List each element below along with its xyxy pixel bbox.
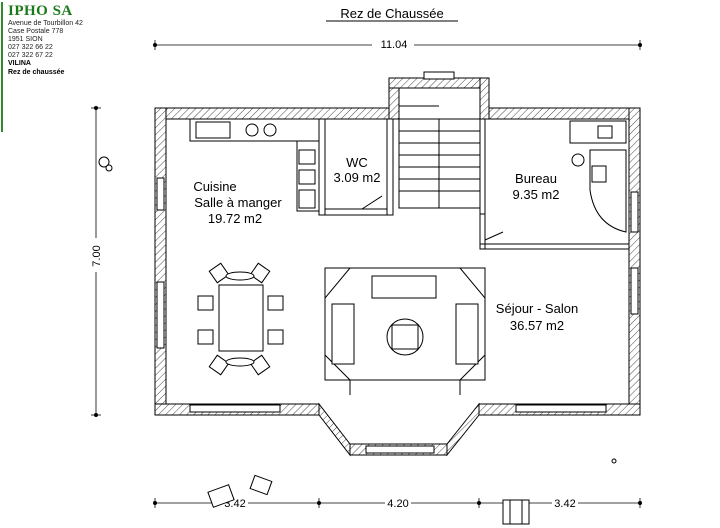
room-label-cuisine: Cuisine Salle à manger 19.72 m2 [193,179,282,226]
dining-table [197,262,284,376]
dimension-left: 7.00 [88,106,104,417]
dim-bottom-middle: 4.20 [387,498,408,510]
dimension-bottom: 3.42 4.20 3.42 [153,496,642,510]
fax-line: 027 322 67 22 [8,52,53,60]
room-name: WC [346,155,368,170]
room-label-wc: WC 3.09 m2 [334,155,381,185]
kitchen-counter [189,118,320,212]
room-name: Séjour - Salon [496,301,578,316]
address-line: Case Postale 778 [8,28,64,36]
header-accent-bar [1,2,3,132]
windows [156,71,639,454]
dim-bottom-right: 3.42 [554,498,575,510]
room-area: 19.72 m2 [208,211,262,226]
address-line: 1951 SION [8,36,43,44]
room-name: Bureau [515,171,557,186]
phone-line: 027 322 66 22 [8,44,53,52]
office-desk [569,120,627,233]
plan-title: Rez de Chaussée [340,6,443,21]
staircase [398,87,481,209]
title-block: IPHO SA Avenue de Tourbillon 42 Case Pos… [8,3,83,77]
dimension-top: 11.04 [153,36,642,51]
room-label-sejour: Séjour - Salon 36.57 m2 [496,301,578,333]
project-name: VILINA [8,60,31,68]
dim-total-width: 11.04 [381,39,408,51]
room-area: 36.57 m2 [510,318,564,333]
bureau-door [479,213,504,245]
room-label-bureau: Bureau 9.35 m2 [513,171,560,202]
level-name: Rez de chaussée [8,68,65,76]
room-area: 9.35 m2 [513,187,560,202]
company-name: IPHO SA [8,3,73,19]
interior-walls [318,118,630,250]
dim-depth: 7.00 [91,245,103,266]
plant-icon [98,156,617,525]
address-line: Avenue de Tourbillon 42 [8,20,83,28]
living-room-furniture [324,267,486,395]
room-name: Salle à manger [194,195,282,210]
wc-fixtures [361,195,383,210]
room-name: Cuisine [193,179,236,194]
room-area: 3.09 m2 [334,170,381,185]
